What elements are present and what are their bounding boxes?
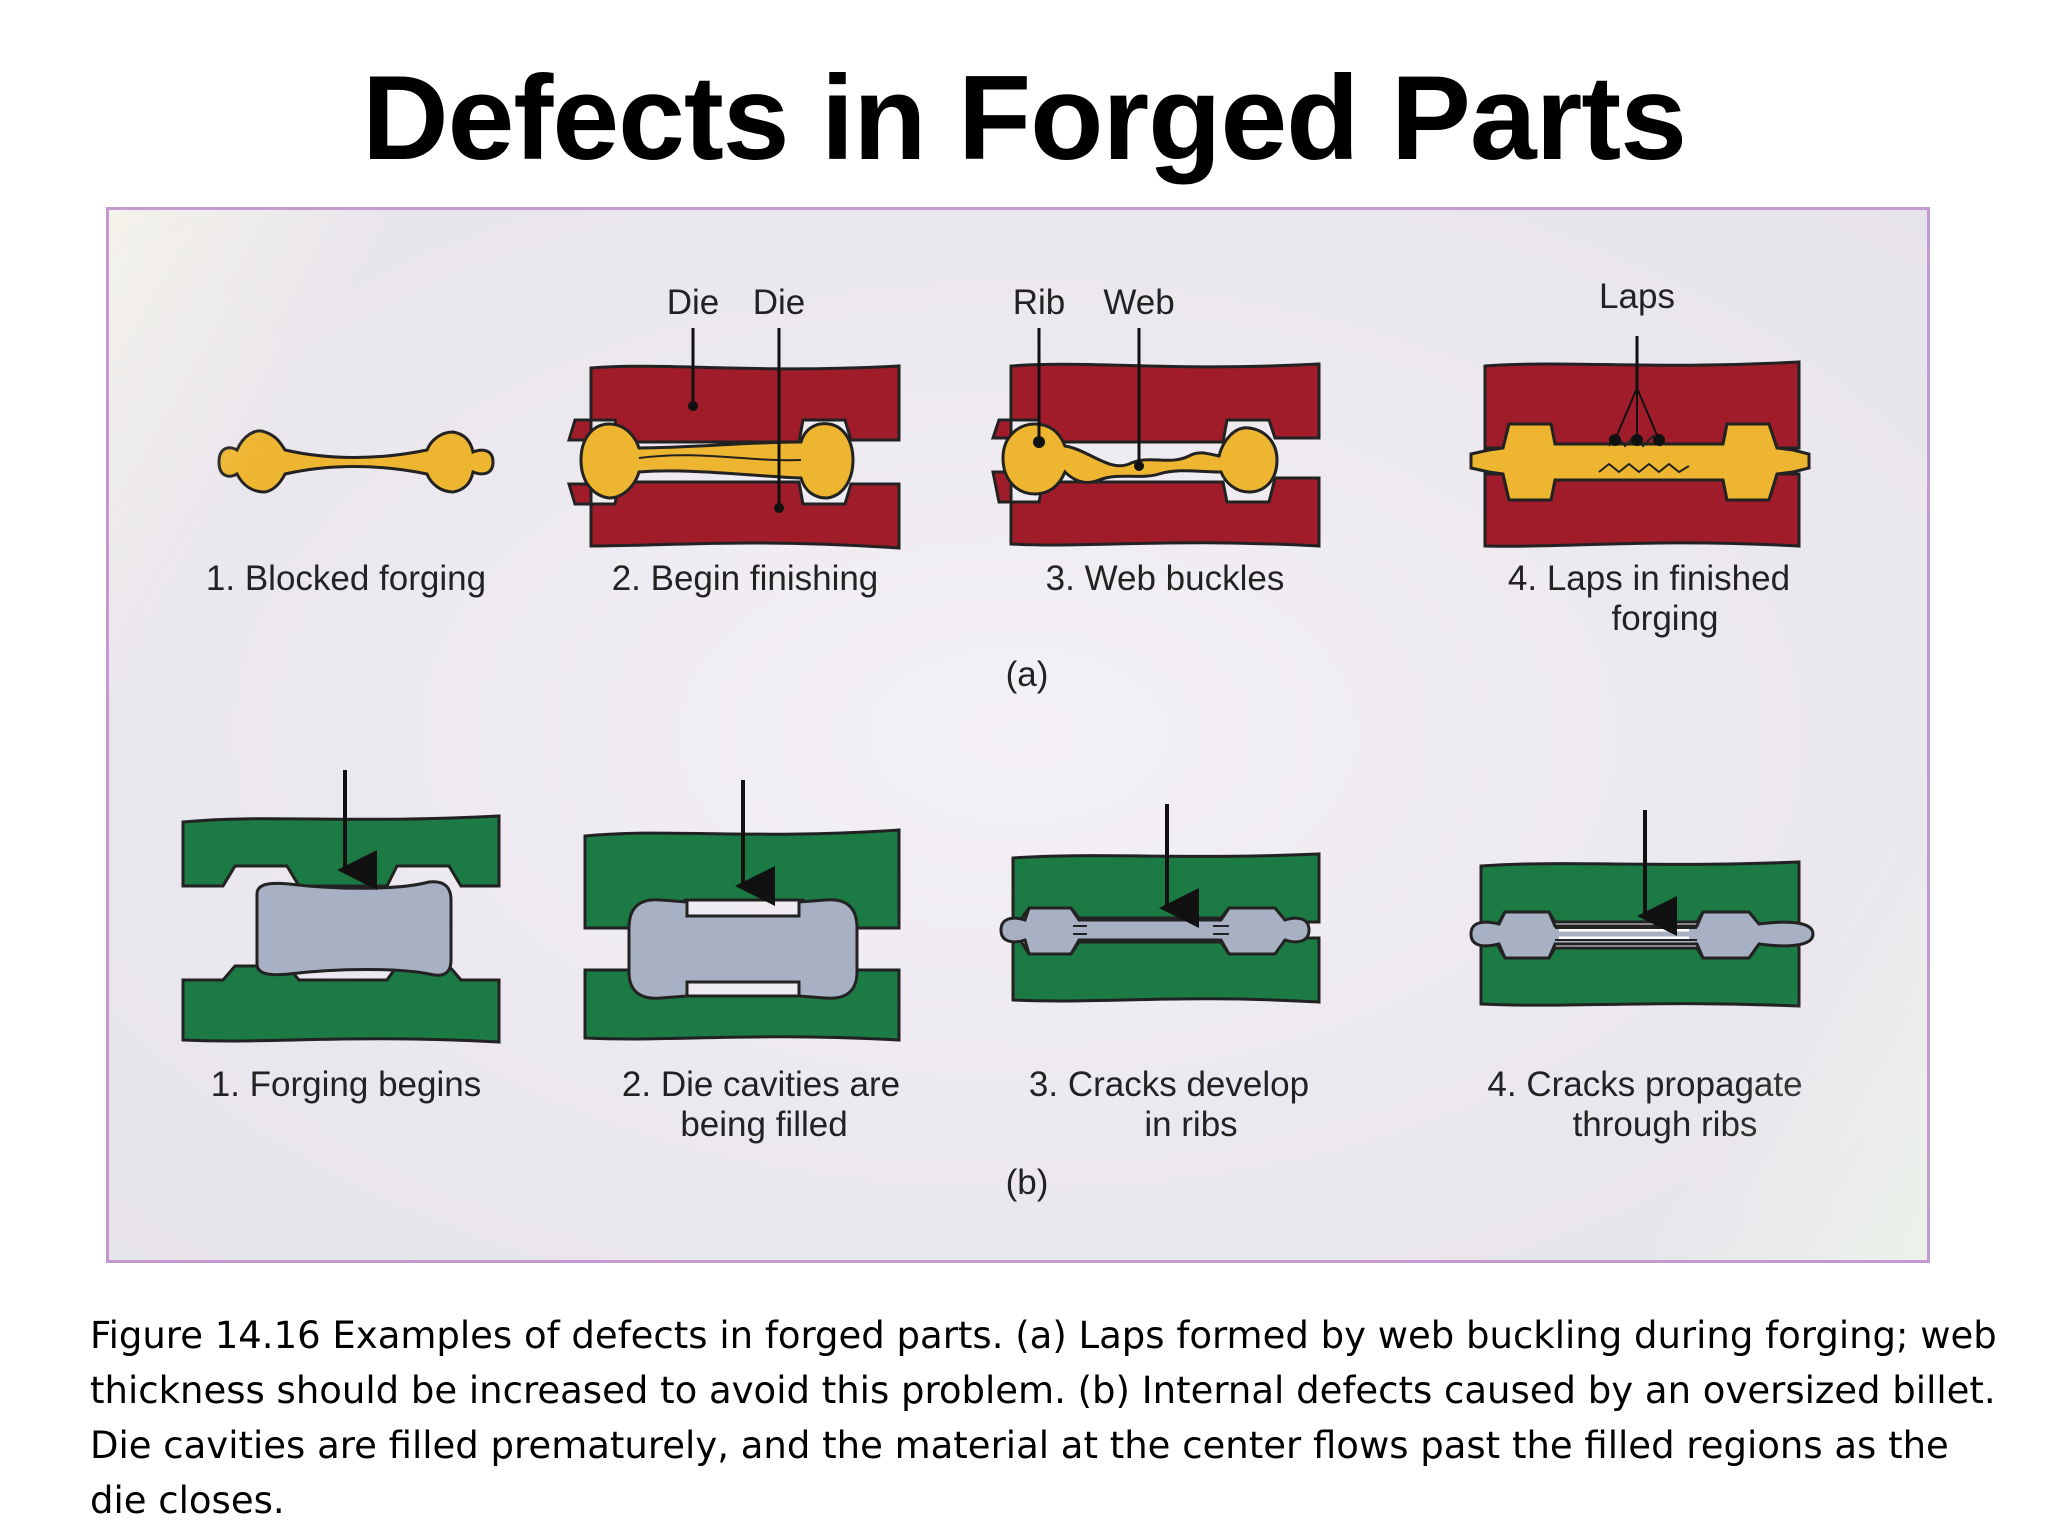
step-a2-caption: 2. Begin finishing (612, 559, 879, 598)
step-b3-caption-line2: in ribs (1144, 1105, 1237, 1144)
lower-die (181, 964, 501, 1044)
step-a3-caption: 3. Web buckles (1046, 559, 1285, 598)
laps-label: Laps (1599, 277, 1675, 316)
cracks-propagate-assembly (1469, 810, 1815, 1008)
blocked-forging-workpiece (217, 429, 495, 494)
step-b1-caption: 1. Forging begins (211, 1065, 481, 1104)
web-buckles-assembly (990, 328, 1321, 548)
figure-panel: Die Die Rib Web Lap (106, 207, 1930, 1263)
upper-die (181, 814, 501, 888)
web-label: Web (1103, 283, 1174, 322)
part-a-label: (a) (1006, 655, 1049, 694)
step-b2-caption: 2. Die cavities are (622, 1065, 900, 1104)
forging-begins-assembly (181, 770, 501, 1044)
part-b-label: (b) (1006, 1163, 1049, 1202)
step-b2-caption-line2: being filled (680, 1105, 847, 1144)
die-label-2: Die (753, 283, 806, 322)
figure-caption: Figure 14.16 Examples of defects in forg… (90, 1314, 1997, 1522)
begin-finishing-assembly (566, 328, 901, 550)
step-b4-caption-line2: through ribs (1573, 1105, 1758, 1144)
laps-assembly (1469, 336, 1811, 548)
die-label-1: Die (667, 283, 720, 322)
step-a1-caption: 1. Blocked forging (206, 559, 486, 598)
billet (627, 898, 859, 1000)
slide-title: Defects in Forged Parts (361, 51, 1687, 185)
cavities-filling-assembly (583, 780, 901, 1042)
cracks-develop-assembly (999, 804, 1321, 1004)
step-b3-caption: 3. Cracks develop (1029, 1065, 1309, 1104)
figure-diagram: Die Die Rib Web Lap (181, 277, 1815, 1202)
step-a4-caption-line2: forging (1611, 599, 1718, 638)
step-a4-caption: 4. Laps in finished (1508, 559, 1790, 598)
rib-label: Rib (1013, 283, 1066, 322)
billet (255, 880, 453, 977)
step-b4-caption: 4. Cracks propagate (1487, 1065, 1802, 1104)
